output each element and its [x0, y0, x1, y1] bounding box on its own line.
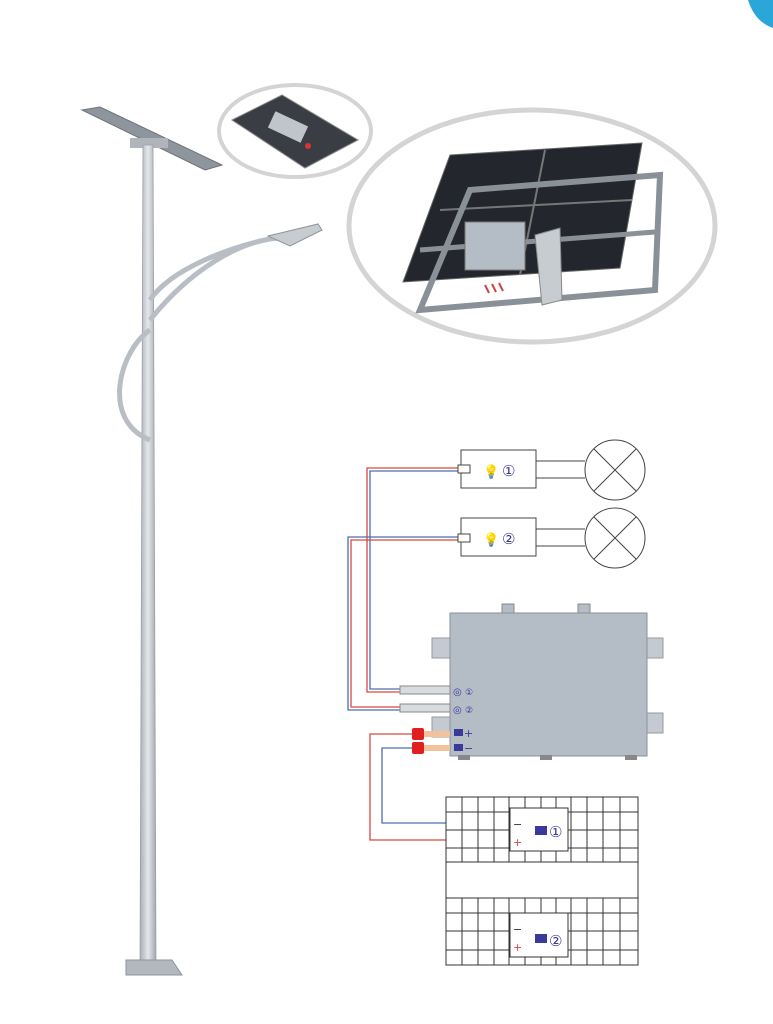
panel-2-label: ②	[549, 932, 562, 950]
solar-panel-icon	[535, 826, 547, 835]
bulb-icon: ◎	[453, 705, 462, 716]
minus-label: −	[513, 818, 522, 831]
panel-1-label: ①	[549, 823, 562, 841]
bulb-icon: 💡	[483, 532, 499, 548]
plus-label: +	[513, 836, 522, 849]
lamp-arm	[117, 233, 286, 443]
controller-minus-label: −	[464, 742, 473, 755]
pole-shaft	[139, 144, 157, 966]
panel-junction-box-2: − + ②	[509, 912, 569, 958]
lamp-2-label: ②	[502, 530, 515, 548]
lamp-1-label: ①	[502, 462, 515, 480]
pole-base-plate	[125, 959, 183, 976]
solar-controller: ◎ ① ◎ ② + −	[399, 603, 664, 760]
controller-plus-label: +	[464, 727, 473, 740]
street-light-pole	[80, 106, 323, 976]
plus-label: +	[513, 941, 522, 954]
solar-panel-icon	[454, 744, 463, 751]
lamp-wires	[347, 467, 458, 711]
lamp-driver-2: 💡 ②	[457, 507, 646, 569]
solar-panel-icon	[535, 934, 547, 943]
minus-label: −	[513, 923, 522, 936]
large-inset-detail	[346, 107, 718, 345]
lamp-driver-1: 💡 ①	[457, 439, 646, 501]
controller-lamp-2-label: ②	[465, 706, 473, 716]
controller-lamp-1-label: ①	[465, 688, 473, 698]
corner-logo-mark	[748, 0, 773, 28]
bulb-icon: ◎	[453, 687, 462, 698]
bulb-icon: 💡	[483, 464, 499, 480]
panel-junction-box-1: − + ①	[509, 807, 569, 852]
lamp-head	[266, 223, 323, 247]
small-inset-detail	[217, 83, 373, 179]
solar-panel-icon	[454, 729, 463, 736]
